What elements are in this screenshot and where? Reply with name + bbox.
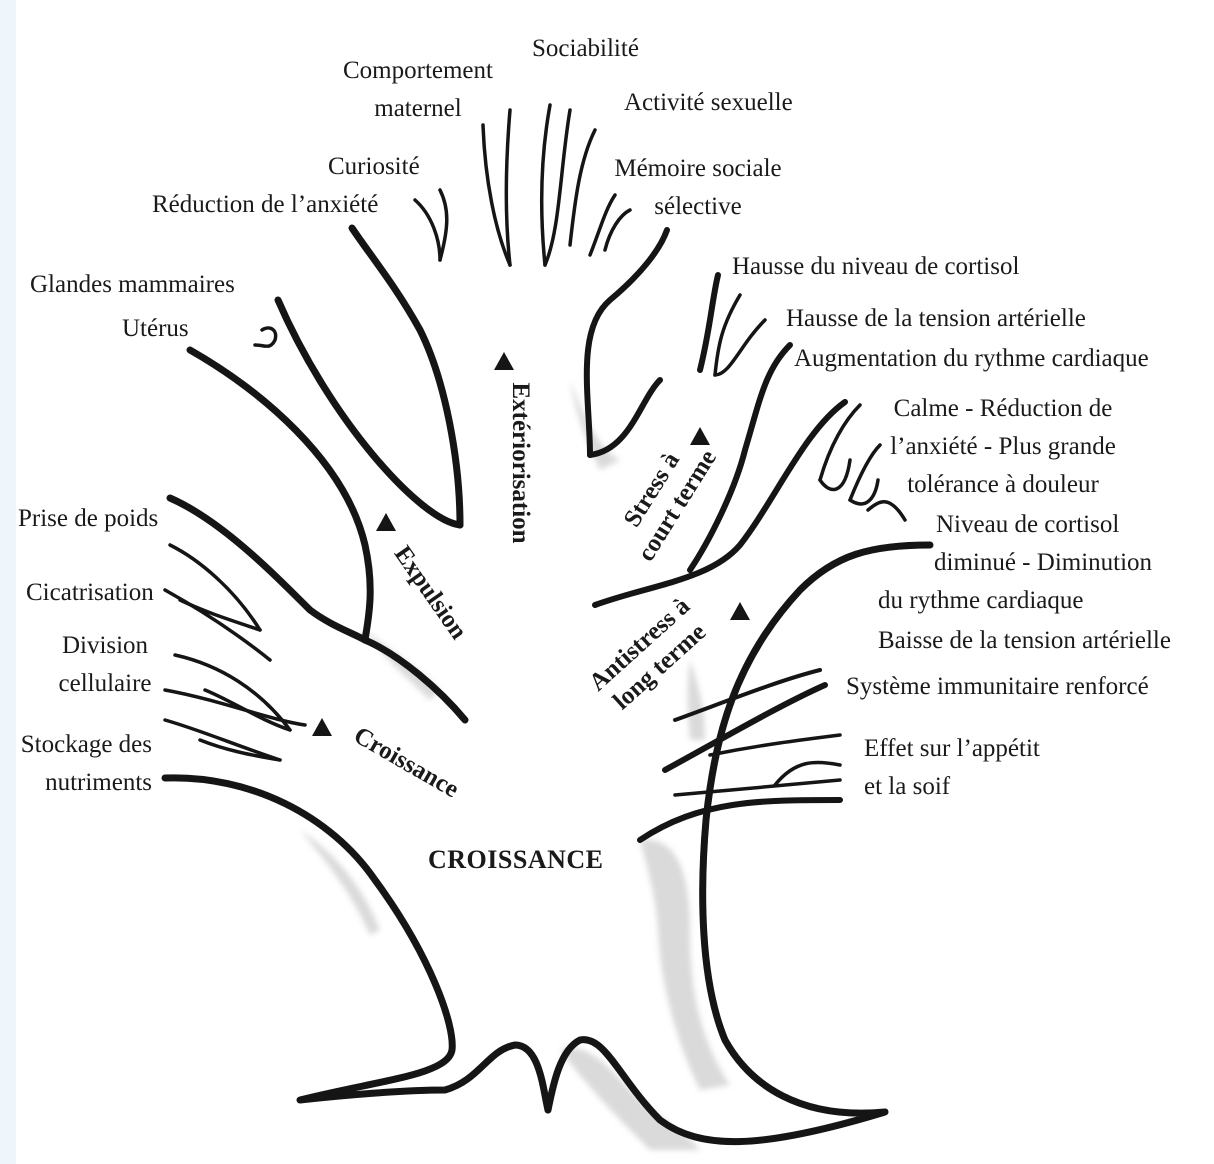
label-calme-line3: tolérance à douleur	[907, 471, 1099, 498]
label-comportement-line1: Comportement	[343, 57, 493, 84]
label-prise-de-poids: Prise de poids	[18, 500, 158, 538]
label-niveau-cortisol: Niveau de cortisol diminué - Diminution …	[878, 506, 1198, 620]
label-hausse-tension: Hausse de la tension artérielle	[786, 300, 1086, 338]
label-cortisol-line1: Niveau de cortisol	[878, 511, 1119, 538]
label-augmentation-rythme: Augmentation du rythme cardiaque	[794, 340, 1149, 378]
label-calme: Calme - Réduction de l’anxiété - Plus gr…	[868, 390, 1138, 504]
label-systeme-immunitaire: Système immunitaire renforcé	[846, 668, 1149, 706]
label-appetit-line2: et la soif	[864, 773, 950, 800]
label-cicatrisation: Cicatrisation	[26, 574, 154, 612]
label-calme-line2: l’anxiété - Plus grande	[890, 433, 1116, 460]
label-division-line2: cellulaire	[59, 670, 152, 697]
label-stockage-line1: Stockage des	[21, 731, 152, 758]
label-memoire-line2: sélective	[654, 193, 741, 220]
label-cortisol-line3: du rythme cardiaque	[878, 587, 1083, 614]
label-baisse-tension: Baisse de la tension artérielle	[878, 622, 1171, 660]
label-division-line1: Division	[62, 632, 148, 659]
label-comportement-line2: maternel	[374, 95, 461, 122]
label-memoire-line1: Mémoire sociale	[614, 155, 781, 182]
label-effet-appetit: Effet sur l’appétit et la soif	[864, 730, 1040, 806]
label-stockage-line2: nutriments	[45, 769, 152, 796]
label-comportement-maternel: Comportement maternel	[322, 52, 514, 128]
label-reduction-anxiete: Réduction de l’anxiété	[152, 186, 378, 224]
arrow-croissance	[312, 718, 332, 736]
label-appetit-line1: Effet sur l’appétit	[864, 735, 1040, 762]
label-curiosite: Curiosité	[328, 148, 420, 186]
label-hausse-cortisol: Hausse du niveau de cortisol	[732, 248, 1019, 286]
label-division-cellulaire: Division cellulaire	[40, 627, 170, 703]
arrow-antistress	[730, 602, 750, 620]
label-uterus: Utérus	[122, 310, 189, 348]
label-stockage-nutriments: Stockage des nutriments	[12, 726, 152, 802]
trunk-label: CROISSANCE	[428, 845, 604, 875]
label-sociabilite: Sociabilité	[532, 30, 639, 68]
branch-exteriorisation: Extériorisation	[505, 363, 535, 563]
paper-edge	[0, 0, 16, 1164]
label-calme-line1: Calme - Réduction de	[894, 395, 1113, 422]
label-activite-sexuelle: Activité sexuelle	[624, 84, 793, 122]
label-glandes-mammaires: Glandes mammaires	[30, 266, 235, 304]
label-memoire-sociale: Mémoire sociale sélective	[602, 150, 794, 226]
label-cortisol-line2: diminué - Diminution	[878, 549, 1152, 576]
